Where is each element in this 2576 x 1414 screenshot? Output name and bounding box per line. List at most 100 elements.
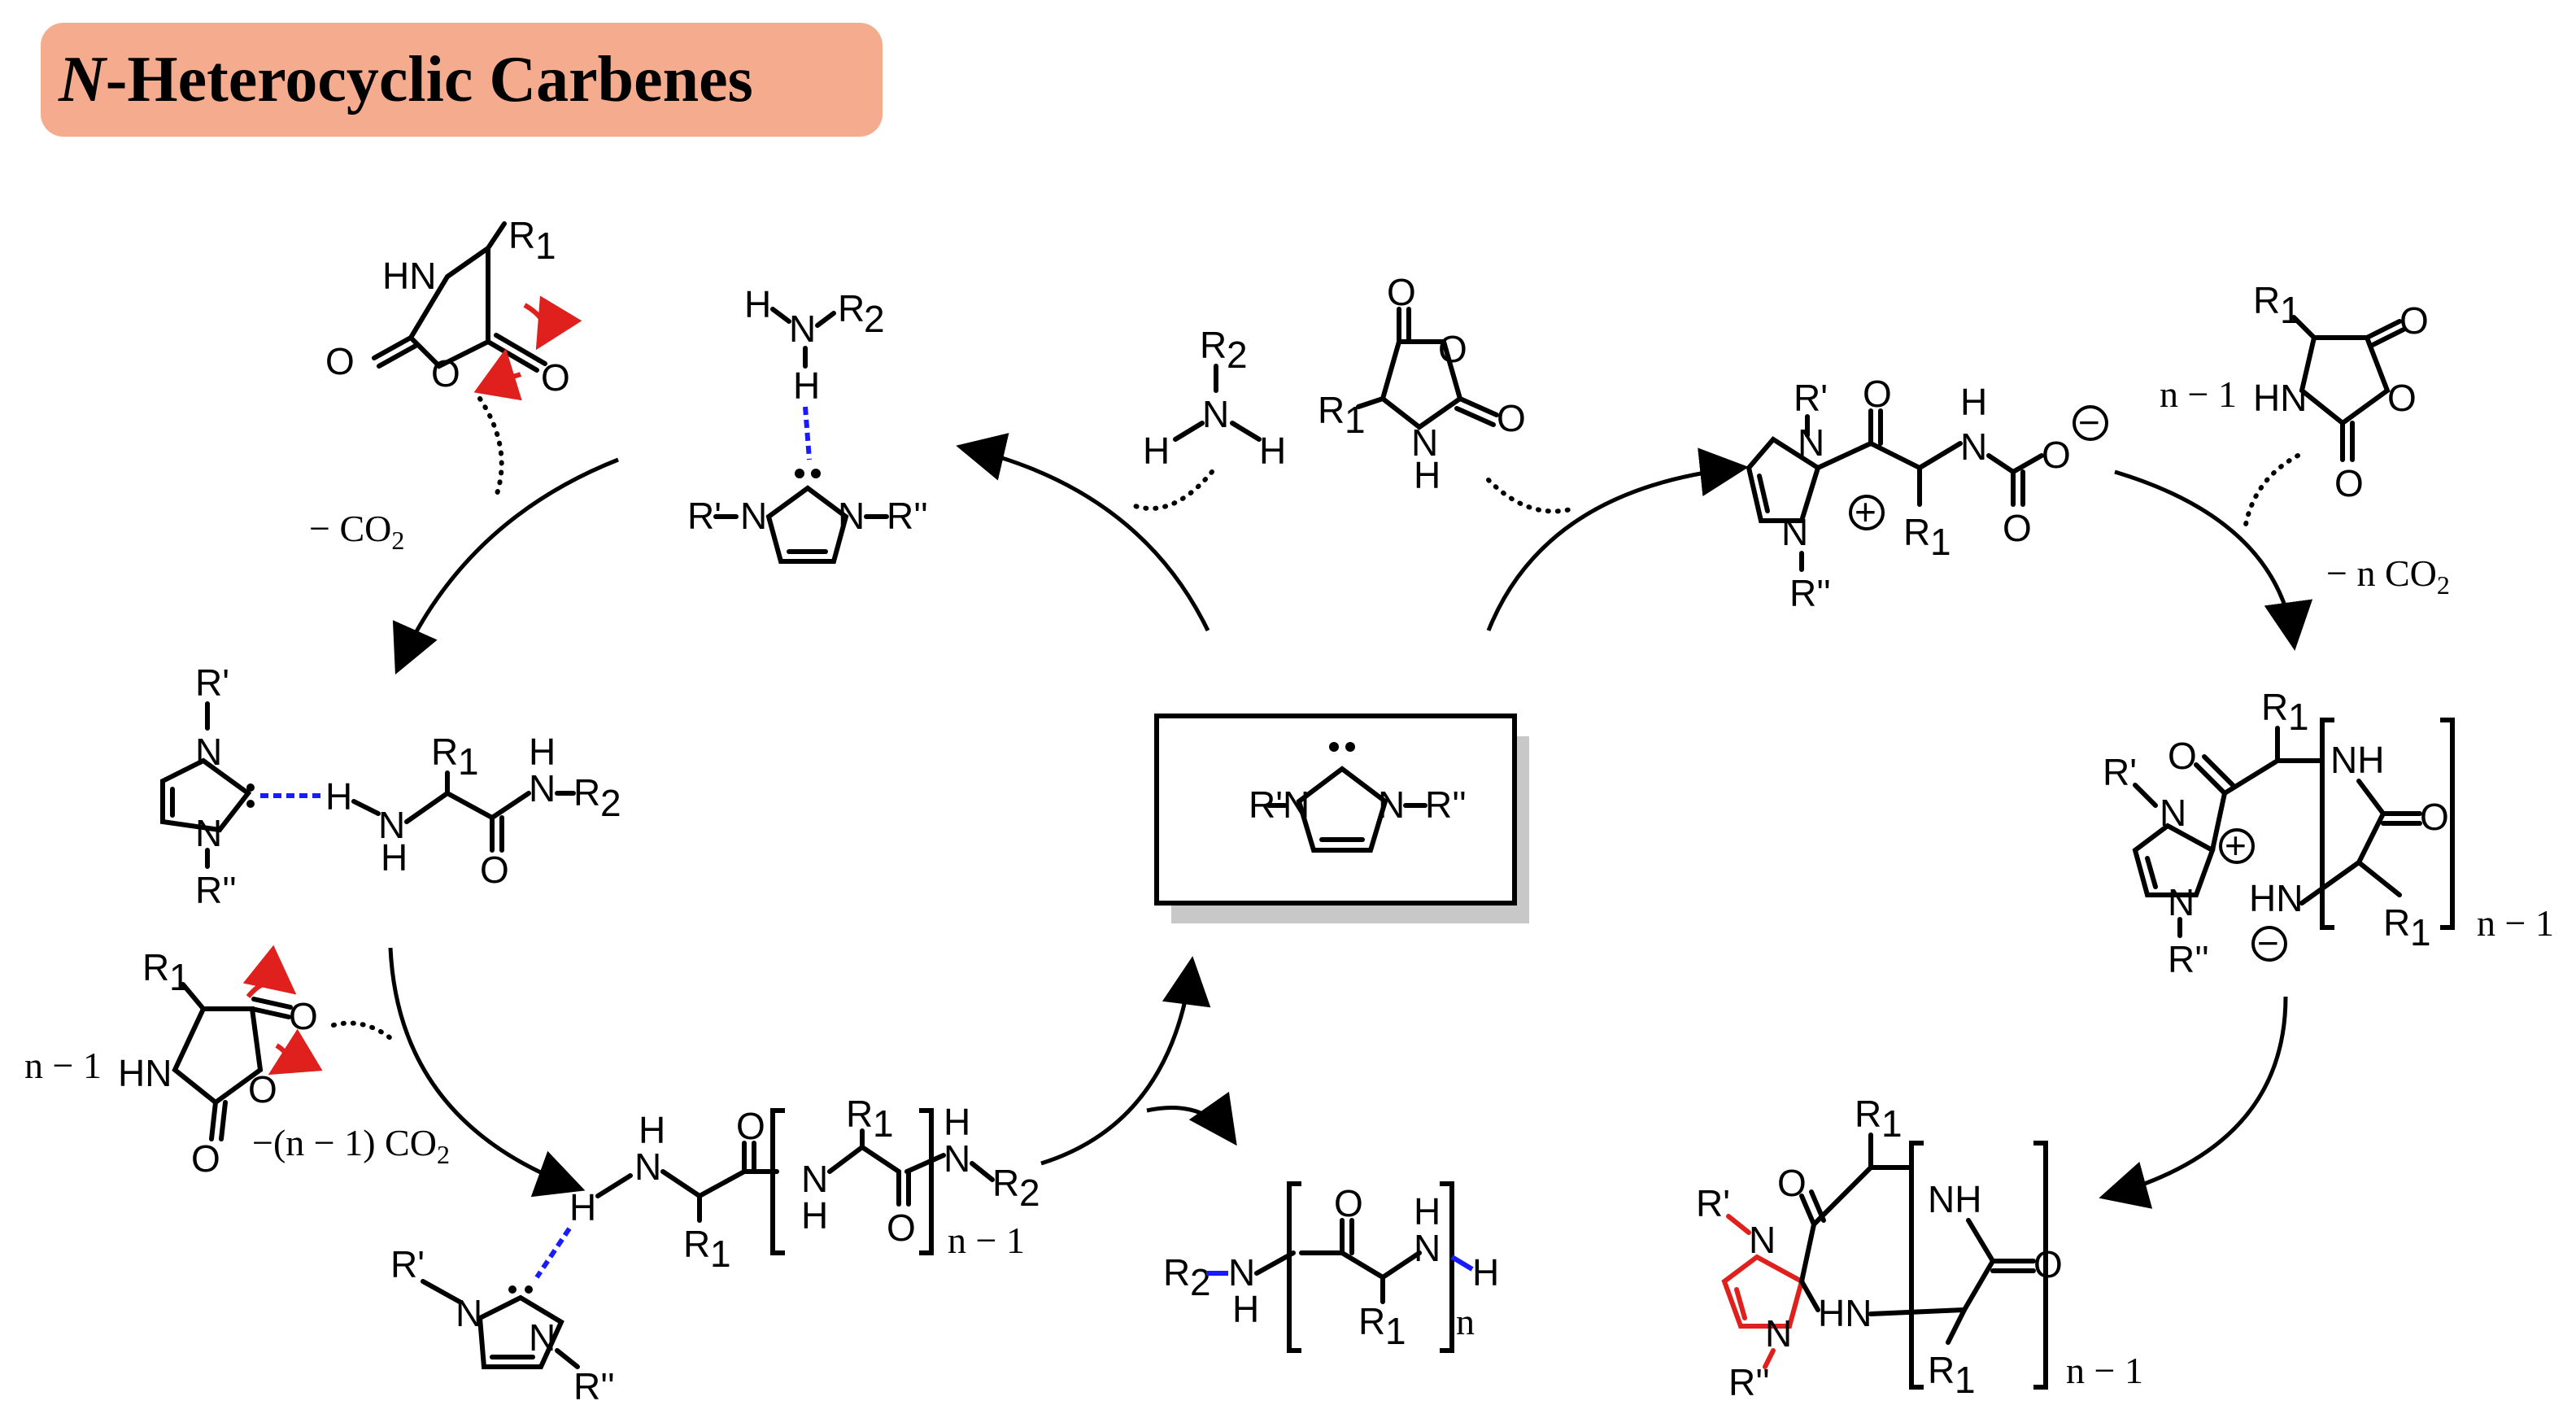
- svg-text:N: N: [1283, 783, 1310, 826]
- svg-text:1: 1: [535, 225, 556, 267]
- svg-text:HN: HN: [1818, 1292, 1872, 1334]
- svg-text:N: N: [1202, 393, 1229, 435]
- label-minus-co2: − CO2: [309, 508, 404, 555]
- svg-text:H: H: [381, 836, 408, 879]
- svg-text:O: O: [1334, 1182, 1363, 1224]
- svg-text:N: N: [801, 1158, 828, 1200]
- dotted-approach-nca-4: [331, 1020, 397, 1044]
- svg-text:1: 1: [1930, 521, 1951, 563]
- svg-text:H: H: [801, 1194, 828, 1237]
- svg-text:N: N: [1411, 421, 1438, 464]
- svg-text:R: R: [846, 1093, 873, 1135]
- svg-text:1: 1: [710, 1233, 731, 1275]
- svg-text:n − 1: n − 1: [2066, 1350, 2143, 1391]
- svg-text:H: H: [944, 1101, 970, 1143]
- svg-text:R: R: [1903, 511, 1930, 553]
- arrow-return-to-catalyst: [1040, 956, 1211, 1166]
- svg-text:H: H: [1414, 454, 1441, 496]
- svg-text:1: 1: [2410, 911, 2431, 954]
- svg-text:N: N: [634, 1146, 661, 1188]
- svg-text:H: H: [744, 283, 771, 325]
- page-title: N-Heterocyclic Carbenes: [59, 44, 753, 116]
- svg-text:O: O: [2334, 462, 2364, 504]
- svg-text:R: R: [431, 731, 458, 773]
- svg-text:R': R': [195, 661, 229, 704]
- svg-text:O: O: [431, 352, 460, 395]
- svg-text:O: O: [2420, 796, 2449, 838]
- svg-text:O: O: [1497, 397, 1526, 439]
- svg-text:−: −: [2078, 401, 2100, 443]
- svg-text:n − 1: n − 1: [948, 1220, 1025, 1261]
- svg-text:HN: HN: [2253, 377, 2307, 419]
- svg-text:R: R: [2383, 901, 2410, 944]
- svg-text:R: R: [1358, 1300, 1385, 1342]
- svg-text:H: H: [639, 1109, 665, 1151]
- svg-text:R: R: [1928, 1349, 1955, 1391]
- arrow-to-zwitterion: [2114, 469, 2313, 651]
- svg-text:H: H: [325, 775, 352, 818]
- svg-text:1: 1: [873, 1102, 894, 1145]
- cycle-arrow-right: [1486, 447, 1749, 631]
- svg-text:R: R: [1318, 389, 1345, 431]
- svg-text:N: N: [740, 495, 767, 537]
- svg-text:R: R: [573, 771, 600, 814]
- svg-text:N: N: [529, 1316, 556, 1359]
- svg-text:1: 1: [2280, 289, 2301, 331]
- svg-text:R'': R'': [1728, 1361, 1770, 1403]
- svg-text:N: N: [1228, 1251, 1255, 1294]
- svg-text:N: N: [1781, 511, 1808, 553]
- svg-text:O: O: [191, 1137, 220, 1180]
- svg-text:n − 1: n − 1: [2477, 902, 2554, 944]
- svg-text:O: O: [541, 356, 570, 399]
- svg-text:H: H: [1414, 1190, 1441, 1233]
- svg-text:R: R: [1855, 1093, 1881, 1135]
- svg-text:1: 1: [1385, 1310, 1406, 1352]
- svg-text:−: −: [2257, 922, 2279, 964]
- svg-text:N: N: [195, 812, 222, 854]
- svg-text:N: N: [1749, 1219, 1776, 1261]
- svg-text:N: N: [1414, 1227, 1441, 1269]
- svg-text:n: n: [1456, 1301, 1475, 1342]
- svg-text:O: O: [1387, 271, 1416, 313]
- svg-text:H: H: [1259, 430, 1286, 472]
- svg-text:N: N: [1378, 783, 1405, 826]
- svg-text:R: R: [1200, 324, 1227, 366]
- svg-text:n − 1: n − 1: [2160, 373, 2237, 415]
- svg-text:O: O: [289, 995, 318, 1037]
- arrow-to-polypeptide: [1146, 1091, 1237, 1146]
- svg-text:2: 2: [1190, 1261, 1211, 1303]
- svg-text:1: 1: [1881, 1102, 1903, 1145]
- svg-text:N: N: [838, 495, 865, 537]
- svg-text:2: 2: [864, 298, 885, 340]
- arrow-to-oligomer: [388, 947, 586, 1198]
- dotted-approach-nca-1: [477, 396, 504, 499]
- svg-text:H: H: [529, 731, 556, 773]
- svg-text:1: 1: [458, 740, 479, 783]
- svg-text:R: R: [683, 1223, 710, 1265]
- svg-text:O: O: [2042, 434, 2071, 476]
- svg-text:O: O: [887, 1207, 916, 1249]
- svg-text:R'': R'': [573, 1365, 615, 1407]
- svg-text:H: H: [569, 1186, 596, 1229]
- svg-text:O: O: [2399, 299, 2429, 342]
- svg-text:O: O: [1863, 373, 1892, 415]
- svg-text:N: N: [455, 1292, 482, 1334]
- svg-text:HN: HN: [118, 1052, 172, 1094]
- svg-text:R: R: [992, 1162, 1019, 1204]
- svg-text:2: 2: [1019, 1172, 1040, 1214]
- svg-text:2: 2: [600, 782, 621, 824]
- svg-text:+: +: [1855, 491, 1876, 533]
- svg-text:N: N: [2168, 881, 2195, 923]
- svg-text:O: O: [1777, 1162, 1807, 1204]
